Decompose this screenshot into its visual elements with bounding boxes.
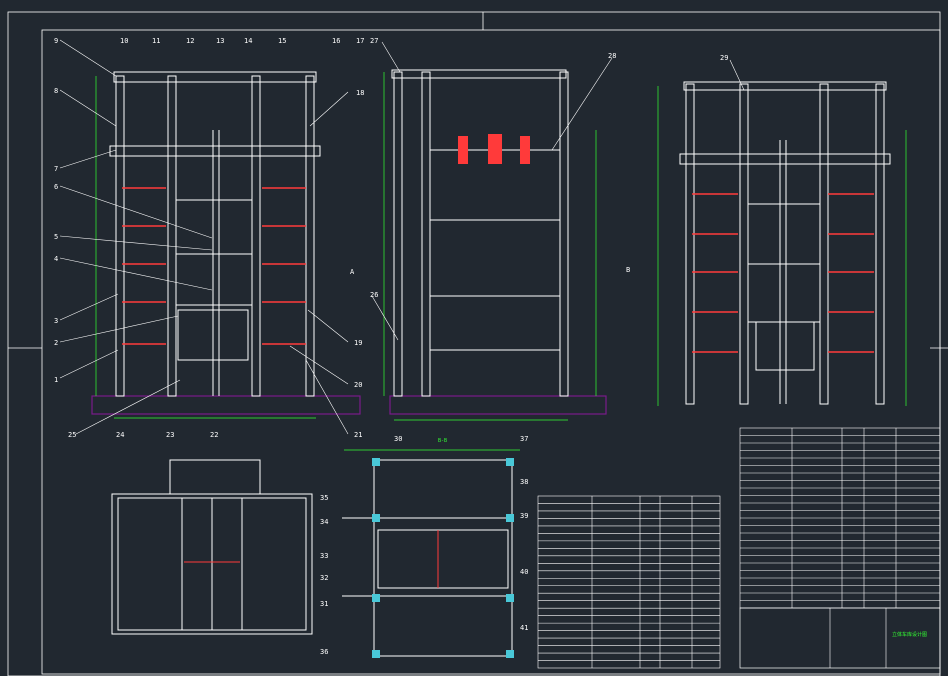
- side-base-plate: [389, 395, 607, 415]
- label-33: 33: [320, 552, 328, 560]
- title-block-text: 立体车库设计图: [892, 631, 927, 638]
- label-26: 26: [370, 291, 378, 299]
- label-31: 31: [320, 600, 328, 608]
- label-28: 28: [608, 52, 616, 60]
- label-15: 15: [278, 37, 286, 45]
- label-22: 22: [210, 431, 218, 439]
- label-41: 41: [520, 624, 528, 632]
- label-20: 20: [354, 381, 362, 389]
- label-6: 6: [54, 183, 58, 191]
- label-19: 19: [354, 339, 362, 347]
- label-13: 13: [216, 37, 224, 45]
- label-35: 35: [320, 494, 328, 502]
- label-21: 21: [354, 431, 362, 439]
- label-3: 3: [54, 317, 58, 325]
- front-view: 1 2 3 4 5 6 7 8 9 10 11 12 13 14 15 16 1…: [54, 37, 364, 439]
- label-23: 23: [166, 431, 174, 439]
- sheet-frame: [7, 11, 948, 676]
- view-mark-a: A: [350, 268, 355, 276]
- label-38: 38: [520, 478, 528, 486]
- plan-view: [111, 459, 313, 635]
- section-bb-view: B-B 30 31 32 33 34 35 36 37: [320, 435, 528, 658]
- label-30: 30: [394, 435, 402, 443]
- label-4: 4: [54, 255, 58, 263]
- label-39: 39: [520, 512, 528, 520]
- label-16: 16: [332, 37, 340, 45]
- label-27: 27: [370, 37, 378, 45]
- label-12: 12: [186, 37, 194, 45]
- label-11: 11: [152, 37, 160, 45]
- side-view: 27 26 28 A: [350, 37, 616, 421]
- front-base-plate: [91, 395, 361, 415]
- label-17: 17: [356, 37, 364, 45]
- label-36: 36: [320, 648, 328, 656]
- label-29: 29: [720, 54, 728, 62]
- label-25: 25: [68, 431, 76, 439]
- view-mark-b: B: [626, 266, 630, 274]
- label-34: 34: [320, 518, 328, 526]
- title-block: 立体车库设计图: [739, 607, 941, 669]
- parts-list-left: [537, 495, 721, 669]
- parts-list-right: [739, 427, 941, 609]
- label-2: 2: [54, 339, 58, 347]
- label-7: 7: [54, 165, 58, 173]
- label-37: 37: [520, 435, 528, 443]
- label-24: 24: [116, 431, 124, 439]
- section-bb-label: B-B: [438, 438, 447, 444]
- label-40: 40: [520, 568, 528, 576]
- label-14: 14: [244, 37, 252, 45]
- right-view: 29 B: [626, 54, 907, 406]
- label-10: 10: [120, 37, 128, 45]
- label-1: 1: [54, 376, 58, 384]
- label-32: 32: [320, 574, 328, 582]
- label-18: 18: [356, 89, 364, 97]
- label-9: 9: [54, 37, 58, 45]
- label-5: 5: [54, 233, 58, 241]
- label-8: 8: [54, 87, 58, 95]
